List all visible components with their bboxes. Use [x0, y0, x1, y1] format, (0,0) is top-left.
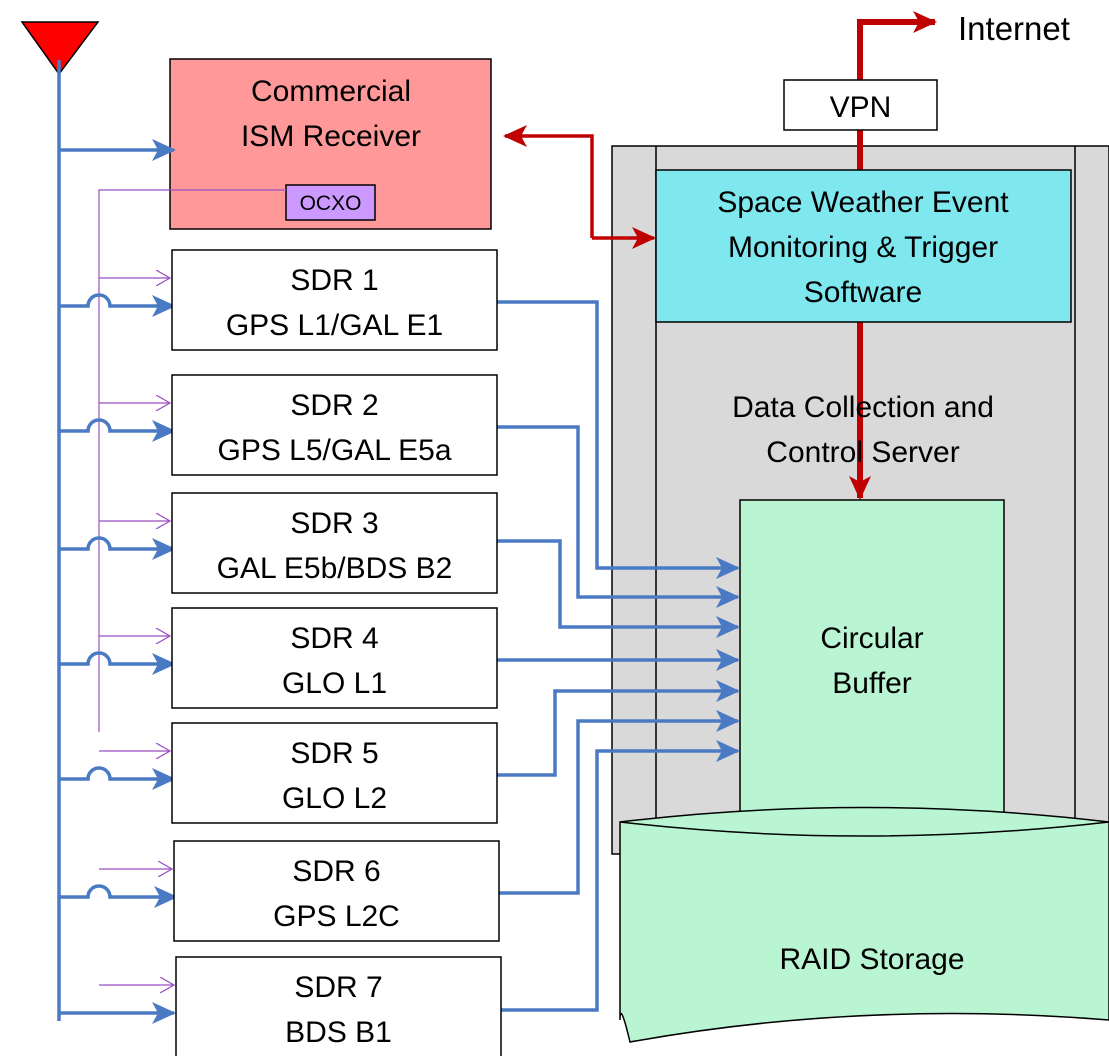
sdr-band: GPS L5/GAL E5a — [217, 434, 451, 467]
raid-storage-label: RAID Storage — [779, 943, 964, 976]
rf-feed-line — [59, 536, 176, 560]
control-lines — [503, 11, 937, 500]
sdr-box-frame — [171, 607, 498, 709]
sdr-band: BDS B1 — [285, 1016, 392, 1049]
ism-receiver-line1: Commercial — [251, 75, 411, 108]
trigger-software-box: Space Weather Event Monitoring & Trigger… — [655, 169, 1072, 323]
clock-distribution-lines — [98, 189, 286, 985]
ism-receiver-line2: ISM Receiver — [241, 120, 421, 153]
sdr-box: SDR 3 GAL E5b/BDS B2 — [171, 492, 498, 594]
sdr-name: SDR 2 — [290, 389, 378, 422]
sdr-name: SDR 5 — [290, 737, 378, 770]
sdr-data-lines — [497, 300, 740, 1012]
sdr-name: SDR 7 — [294, 971, 382, 1004]
circular-buffer-line1: Circular — [820, 622, 923, 655]
rf-feed-line — [59, 884, 178, 908]
sdr-name: SDR 6 — [292, 855, 380, 888]
sdr-box-frame — [171, 374, 498, 476]
sdr-box-frame — [171, 722, 498, 824]
sdr-data-line — [497, 680, 740, 777]
sdr-data-line — [497, 740, 740, 1012]
sdr-box: SDR 5 GLO L2 — [171, 722, 498, 824]
rf-feed-line — [59, 293, 176, 317]
sdr-box-frame — [173, 840, 500, 942]
sdr-data-line — [497, 710, 740, 895]
rf-feed-lines — [57, 60, 178, 1024]
sdr-band: GLO L1 — [282, 667, 387, 700]
sdr-box: SDR 1 GPS L1/GAL E1 — [171, 249, 498, 351]
sdr-name: SDR 1 — [290, 264, 378, 297]
sdr-band: GPS L2C — [273, 900, 400, 933]
trigger-software-line2: Monitoring & Trigger — [728, 231, 998, 264]
sdr-data-line — [497, 539, 740, 638]
sdr-box-frame — [171, 492, 498, 594]
circular-buffer-line2: Buffer — [832, 667, 912, 700]
ocxo-label: OCXO — [300, 192, 362, 215]
sdr-data-line — [497, 300, 740, 579]
sdr-box-frame — [175, 956, 502, 1056]
sdr-box: SDR 4 GLO L1 — [171, 607, 498, 709]
trigger-software-line1: Space Weather Event — [717, 186, 1009, 219]
raid-storage: RAID Storage — [619, 806, 1109, 1043]
rf-feed-line — [59, 766, 176, 790]
sdr-box: SDR 2 GPS L5/GAL E5a — [171, 374, 498, 476]
clock-trunk — [98, 189, 286, 732]
rf-feed-line — [59, 651, 176, 675]
sdr-box: SDR 7 BDS B1 — [175, 956, 502, 1056]
sdr-data-line — [497, 425, 740, 608]
rf-feed-line — [59, 418, 176, 442]
antenna-icon — [20, 21, 100, 76]
ism-receiver-box: Commercial ISM Receiver OCXO — [169, 58, 492, 230]
server-label-line1: Data Collection and — [732, 391, 994, 424]
internet-label: Internet — [958, 10, 1070, 47]
sdr-band: GPS L1/GAL E1 — [226, 309, 443, 342]
circular-buffer-box: Circular Buffer — [739, 499, 1005, 819]
vpn-label: VPN — [830, 91, 892, 124]
sdr-band: GAL E5b/BDS B2 — [217, 552, 453, 585]
trigger-software-line3: Software — [804, 276, 922, 309]
sdr-box-frame — [171, 249, 498, 351]
ocxo-box — [285, 184, 376, 221]
sdr-name: SDR 3 — [290, 507, 378, 540]
vpn-box: VPN — [783, 79, 938, 131]
server-label-line2: Control Server — [766, 436, 959, 469]
sdr-name: SDR 4 — [290, 622, 378, 655]
sdr-band: GLO L2 — [282, 782, 387, 815]
sdr-box: SDR 6 GPS L2C — [173, 840, 500, 942]
